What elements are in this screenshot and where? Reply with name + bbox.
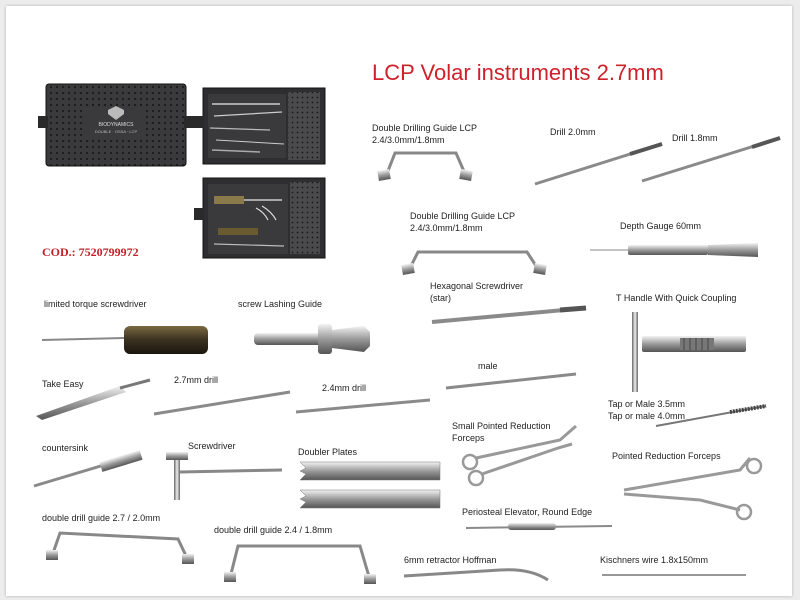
label-retractor: 6mm retractor Hoffman	[404, 555, 497, 565]
small-pointed-reduction-forceps	[461, 424, 577, 487]
label-drill-2mm: Drill 2.0mm	[550, 127, 596, 137]
drill-2-4mm	[295, 398, 431, 414]
periosteal-elevator	[465, 523, 613, 530]
label-line: Forceps	[452, 433, 485, 443]
label-dd-guide-27: double drill guide 2.7 / 2.0mm	[42, 513, 161, 523]
label-line: Small Pointed Reduction	[452, 421, 551, 431]
label-drill-1-8mm: Drill 1.8mm	[672, 133, 718, 143]
drill-2mm	[534, 142, 663, 186]
label-double-guide-top: Double Drilling Guide LCP 2.4/3.0mm/1.8m…	[372, 122, 477, 146]
pointed-reduction-forceps	[623, 457, 763, 521]
label-periosteal: Periosteal Elevator, Round Edge	[462, 507, 593, 517]
page-title: LCP Volar instruments 2.7mm	[372, 60, 664, 85]
label-line: Double Drilling Guide LCP	[410, 211, 516, 221]
product-code: COD.: 7520799972	[42, 245, 139, 259]
label-doubler-plates: Doubler Plates	[298, 447, 358, 457]
hexagonal-screwdriver	[431, 305, 587, 324]
drill-2-7mm	[153, 390, 291, 416]
case-caption: DOUBLE · OSSA · LCP	[95, 129, 138, 134]
sterilization-case-open-top	[194, 87, 326, 165]
double-drill-guide-2-7	[46, 531, 194, 564]
double-drill-guide-2-4	[224, 544, 376, 584]
depth-gauge	[590, 243, 758, 257]
tap-male	[655, 404, 767, 427]
label-depth-gauge: Depth Gauge 60mm	[620, 221, 702, 231]
label-line: Double Drilling Guide LCP	[372, 123, 478, 133]
sterilization-case-open-bottom	[194, 177, 326, 259]
label-line: 2.4/3.0mm/1.8mm	[372, 135, 445, 145]
label-line: Tap or male 4.0mm	[608, 411, 686, 421]
label-pointed-forceps: Pointed Reduction Forceps	[612, 451, 721, 461]
double-drilling-guide-top	[377, 151, 473, 181]
label-drill-2-7mm: 2.7mm drill	[174, 375, 219, 385]
label-kirschner: Kischners wire 1.8x150mm	[600, 555, 709, 565]
sterilization-case-closed: BIODYNAMICS DOUBLE · OSSA · LCP	[38, 83, 194, 167]
label-hex-screwdriver: Hexagonal Screwdriver (star)	[430, 280, 523, 304]
screw-lashing-guide	[254, 324, 370, 354]
label-limited-torque: limited torque screwdriver	[44, 299, 147, 309]
label-line: Tap or Male 3.5mm	[608, 399, 686, 409]
label-line: 2.4/3.0mm/1.8mm	[410, 223, 483, 233]
label-dd-guide-24: double drill guide 2.4 / 1.8mm	[214, 525, 333, 535]
label-line: (star)	[430, 293, 451, 303]
double-drilling-guide-mid	[401, 250, 547, 275]
label-line: Hexagonal Screwdriver	[430, 281, 524, 291]
drill-1-8mm	[641, 136, 781, 183]
label-screwdriver: Screwdriver	[188, 441, 236, 451]
label-tap: Tap or Male 3.5mm Tap or male 4.0mm	[608, 398, 685, 422]
limited-torque-screwdriver	[41, 326, 208, 354]
label-male: male	[478, 361, 498, 371]
label-drill-2-4mm: 2.4mm drill	[322, 383, 367, 393]
countersink	[33, 450, 143, 488]
label-screw-guide: screw Lashing Guide	[238, 299, 323, 309]
male-tap	[445, 372, 577, 390]
label-take-easy: Take Easy	[42, 379, 84, 389]
case-brand: BIODYNAMICS	[98, 122, 134, 128]
label-double-guide-mid: Double Drilling Guide LCP 2.4/3.0mm/1.8m…	[410, 210, 515, 234]
label-countersink: countersink	[42, 443, 89, 453]
doubler-plates	[299, 461, 441, 509]
label-t-handle: T Handle With Quick Coupling	[616, 293, 737, 303]
t-screwdriver	[166, 452, 283, 500]
take-easy	[36, 378, 151, 420]
t-handle-quick-coupling	[632, 312, 746, 392]
label-small-forceps: Small Pointed Reduction Forceps	[452, 420, 551, 444]
retractor-hoffman	[403, 568, 549, 582]
